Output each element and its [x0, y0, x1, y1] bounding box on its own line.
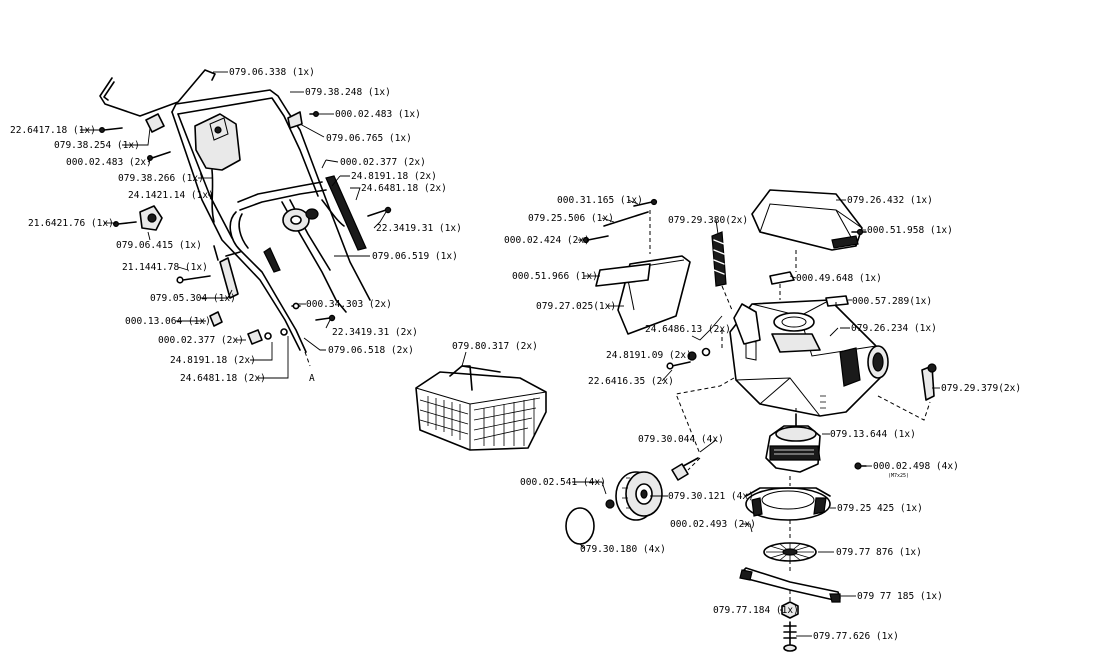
label-24-8191-09: 24.8191.09 (2x) [606, 350, 692, 361]
label-000-34-303: 000.34.303 (2x) [306, 299, 392, 310]
lower-handle-part [229, 211, 307, 353]
upper-handle-part [171, 89, 371, 301]
wheel-part [605, 457, 699, 521]
label-000-02-493: 000.02.493 (2x) [670, 519, 756, 530]
mower-deck-part [729, 299, 889, 417]
label-079-77-184: 079.77.184 (1x) [713, 605, 799, 616]
fan-housing-part [745, 487, 831, 521]
label-079-38-248: 079.38.248 (1x) [305, 87, 391, 98]
label-079-06-415: 079.06.415 (1x) [116, 240, 202, 251]
switch-box-part [194, 113, 241, 171]
label-000-57-289: 000.57.289(1x) [852, 296, 932, 307]
label-24-8191-18-top: 24.8191.18 (2x) [351, 171, 437, 182]
label-000-31-165: 000.31.165 (1x) [557, 195, 643, 206]
label-000-02-498: 000.02.498 (4x) [873, 461, 959, 472]
label-079-30-121: 079.30.121 (4x) [668, 491, 754, 502]
side-clip-left [711, 231, 727, 287]
label-000-02-377-bottom: 000.02.377 (2x) [158, 335, 244, 346]
label-22-3419-31-1x: 22.3419.31 (1x) [376, 223, 462, 234]
assembly-guide-lines [649, 210, 931, 602]
clutch-bar-part [99, 69, 216, 117]
label-079-80-317: 079.80.317 (2x) [452, 341, 538, 352]
rear-flap-part [595, 255, 761, 345]
label-000-13-064: 000.13.064 (1x) [125, 316, 211, 327]
label-079-25-506: 079.25.506 (1x) [528, 213, 614, 224]
label-079-38-254: 079.38.254 (1x) [54, 140, 140, 151]
cap-part [209, 311, 223, 327]
label-079-77-185: 079 77 185 (1x) [857, 591, 943, 602]
hub-cap-part [565, 507, 595, 545]
label-079-77-626: 079.77.626 (1x) [813, 631, 899, 642]
label-000-49-648: 000.49.648 (1x) [796, 273, 882, 284]
right-small-parts [582, 198, 937, 401]
label-22-6417-18: 22.6417.18 (1x) [10, 125, 96, 136]
label-22-3419-31-2x: 22.3419.31 (2x) [332, 327, 418, 338]
label-000-51-958: 000.51.958 (1x) [867, 225, 953, 236]
label-24-1421-14: 24.1421.14 (1x) [128, 190, 214, 201]
label-079-29-379: 079.29.379(2x) [941, 383, 1021, 394]
label-24-6486-13: 24.6486.13 (2x) [645, 324, 731, 335]
label-079-27-025: 079.27.025(1x) [536, 301, 616, 312]
label-000-02-541: 000.02.541 (4x) [520, 477, 606, 488]
label-21-6421-76: 21.6421.76 (1x) [28, 218, 114, 229]
label-079-06-338: 079.06.338 (1x) [229, 67, 315, 78]
flap-plate-part [595, 263, 651, 287]
small-stamp-text: (M7x25) [888, 473, 909, 479]
blade-hub-part [781, 601, 799, 652]
label-079-26-432: 079.26.432 (1x) [847, 195, 933, 206]
label-000-02-483-2x: 000.02.483 (2x) [66, 157, 152, 168]
grass-box-part [415, 365, 547, 451]
label-000-02-424: 000.02.424 (2x) [504, 235, 590, 246]
label-000-51-966: 000.51.966 (1x) [512, 271, 598, 282]
label-24-6481-18-top: 24.6481.18 (2x) [361, 183, 447, 194]
label-24-8191-18-bottom: 24.8191.18 (2x) [170, 355, 256, 366]
label-079-25-425: 079.25 425 (1x) [837, 503, 923, 514]
motor-part [765, 413, 867, 473]
label-079-30-180: 079.30.180 (4x) [580, 544, 666, 555]
label-21-1441-78: 21.1441.78 (1x) [122, 262, 208, 273]
label-24-6481-18-bottom: 24.6481.18 (2x) [180, 373, 266, 384]
label-079-06-765: 079.06.765 (1x) [326, 133, 412, 144]
label-22-6416-35: 22.6416.35 (2x) [588, 376, 674, 387]
label-079-13-644: 079.13.644 (1x) [830, 429, 916, 440]
label-000-02-377-top: 000.02.377 (2x) [340, 157, 426, 168]
part-labels: 079.06.338 (1x) 079.38.248 (1x) 000.02.4… [10, 67, 1021, 642]
label-079-29-380: 079.29.380(2x) [668, 215, 748, 226]
cutter-blade-part [739, 567, 841, 603]
label-079-26-234: 079.26.234 (1x) [851, 323, 937, 334]
label-detail-a: A [309, 373, 315, 384]
label-079-05-304: 079.05.304 (1x) [150, 293, 236, 304]
grip-strip [325, 175, 367, 251]
cable-clip-part [219, 257, 239, 299]
top-cover-part [751, 189, 867, 251]
label-079-38-266: 079.38.266 (1x) [118, 173, 204, 184]
label-079-30-044: 079.30.044 (4x) [638, 434, 724, 445]
handle-assembly [98, 69, 392, 367]
label-079-06-519: 079.06.519 (1x) [372, 251, 458, 262]
label-079-06-518: 079.06.518 (2x) [328, 345, 414, 356]
label-079-77-876: 079.77 876 (1x) [836, 547, 922, 558]
label-000-02-483-1x: 000.02.483 (1x) [335, 109, 421, 120]
leader-lines [80, 71, 940, 637]
fan-impeller-part [763, 542, 817, 562]
